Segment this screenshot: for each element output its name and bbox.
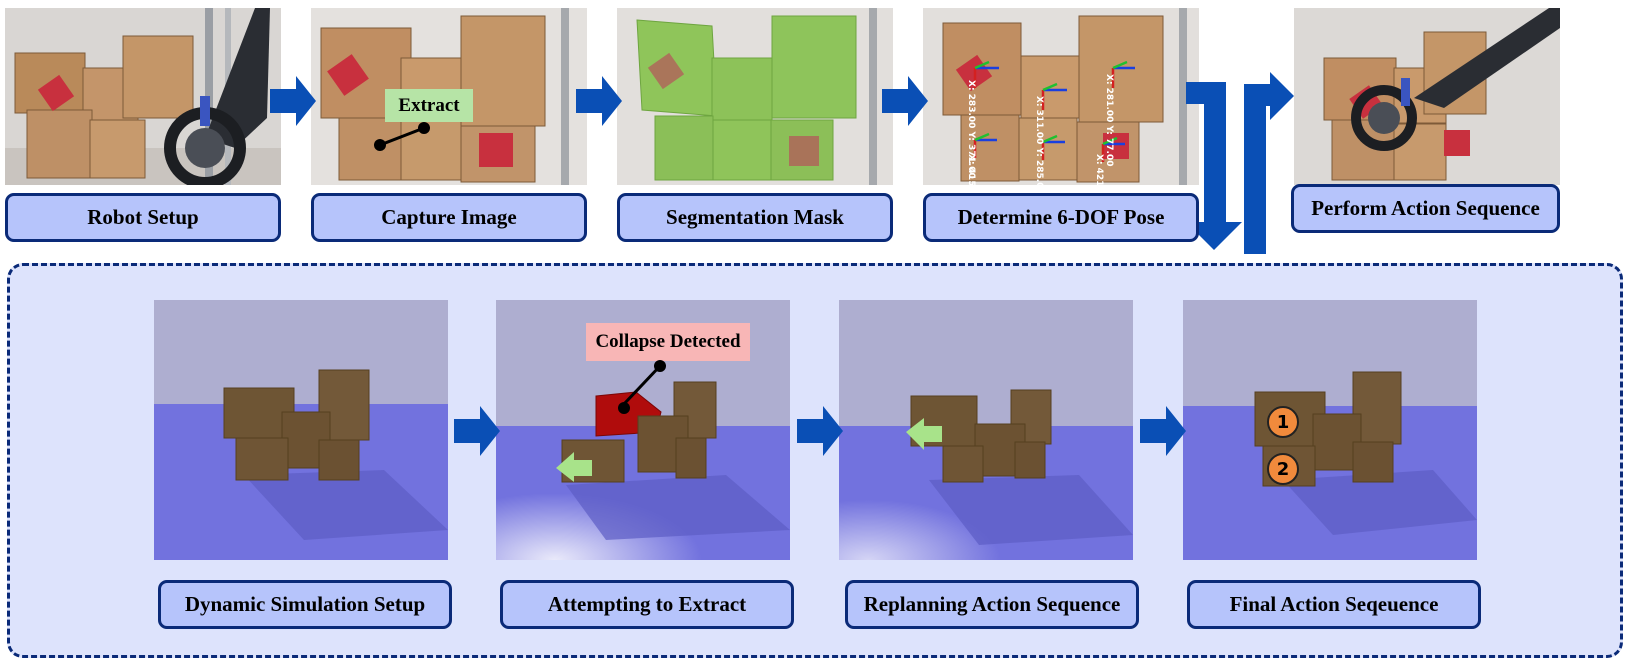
segmentation-mask-photo [617,8,893,185]
step-segmentation-mask: Segmentation Mask [617,193,893,242]
pose-readout-2: X: 311.00 Y: 285.00 [1034,96,1044,185]
step-perform-action: Perform Action Sequence [1291,184,1560,233]
perform-action-photo [1294,8,1560,185]
pose-estimation-photo: X: 283.00 Y: 371.00 X: 311.00 Y: 285.00 … [923,8,1199,185]
replanning-render [839,300,1133,560]
simulation-setup-render [154,300,448,560]
sim-step-extract: Attempting to Extract [500,580,794,629]
step-determine-pose: Determine 6-DOF Pose [923,193,1199,242]
step-capture-image: Capture Image [311,193,587,242]
arrow-up-to-action [1244,72,1294,254]
order-marker-1: 1 [1267,406,1299,438]
step-robot-setup: Robot Setup [5,193,281,242]
extract-tag: Extract [385,89,473,122]
replan-direction-arrow [906,418,942,450]
arrow-right-2 [576,76,622,126]
sim-arrow-1 [454,406,500,456]
pose-readout-1: X: 283.00 Y: 371.00 [966,80,976,179]
sim-arrow-2 [797,406,843,456]
collapse-detected-tag: Collapse Detected [586,323,750,361]
arrow-right-3 [882,76,928,126]
pose-readout-4: X: 415 [966,154,976,185]
sim-step-final: Final Action Seqeuence [1187,580,1481,629]
arrow-down-to-simulation [1186,82,1242,250]
pose-readout-3: X: 281.00 Y: 77.00 [1104,74,1114,166]
final-sequence-render [1183,300,1477,560]
pose-readout-5: X: 421 [1094,154,1104,185]
order-marker-2: 2 [1267,453,1299,485]
arrow-right-1 [270,76,316,126]
extract-direction-arrow [556,452,592,482]
extract-pointer [374,122,430,151]
sim-step-setup: Dynamic Simulation Setup [158,580,452,629]
capture-image-photo [311,8,587,185]
sim-arrow-3 [1140,406,1186,456]
attempt-extract-render [496,300,790,560]
robot-setup-photo [5,8,281,185]
sim-step-replan: Replanning Action Sequence [845,580,1139,629]
collapse-pointer [622,360,666,406]
